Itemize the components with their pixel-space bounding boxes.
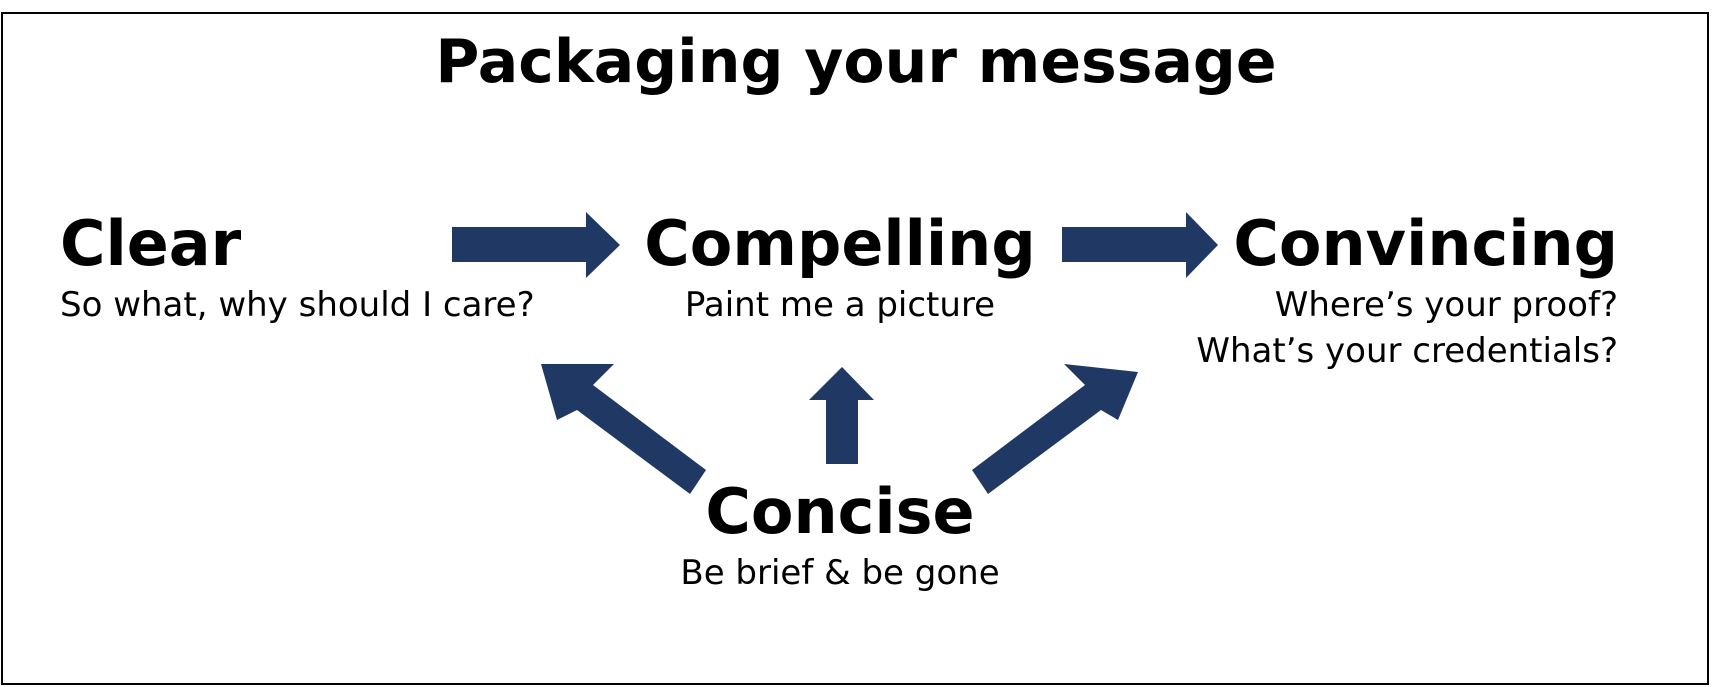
convincing-subtext-credentials: What’s your credentials? [1196,331,1618,371]
concise-subtext: Be brief & be gone [680,553,1000,593]
convincing-subtext-proof: Where’s your proof? [1274,285,1618,325]
compelling-heading: Compelling [644,207,1036,280]
convincing-heading: Convincing [1233,207,1618,280]
diagram-title: Packaging your message [435,27,1277,97]
slide-border [1,12,1709,685]
clear-subtext: So what, why should I care? [60,285,535,325]
clear-heading: Clear [60,207,242,280]
compelling-subtext: Paint me a picture [684,285,996,325]
concise-heading: Concise [705,475,975,548]
